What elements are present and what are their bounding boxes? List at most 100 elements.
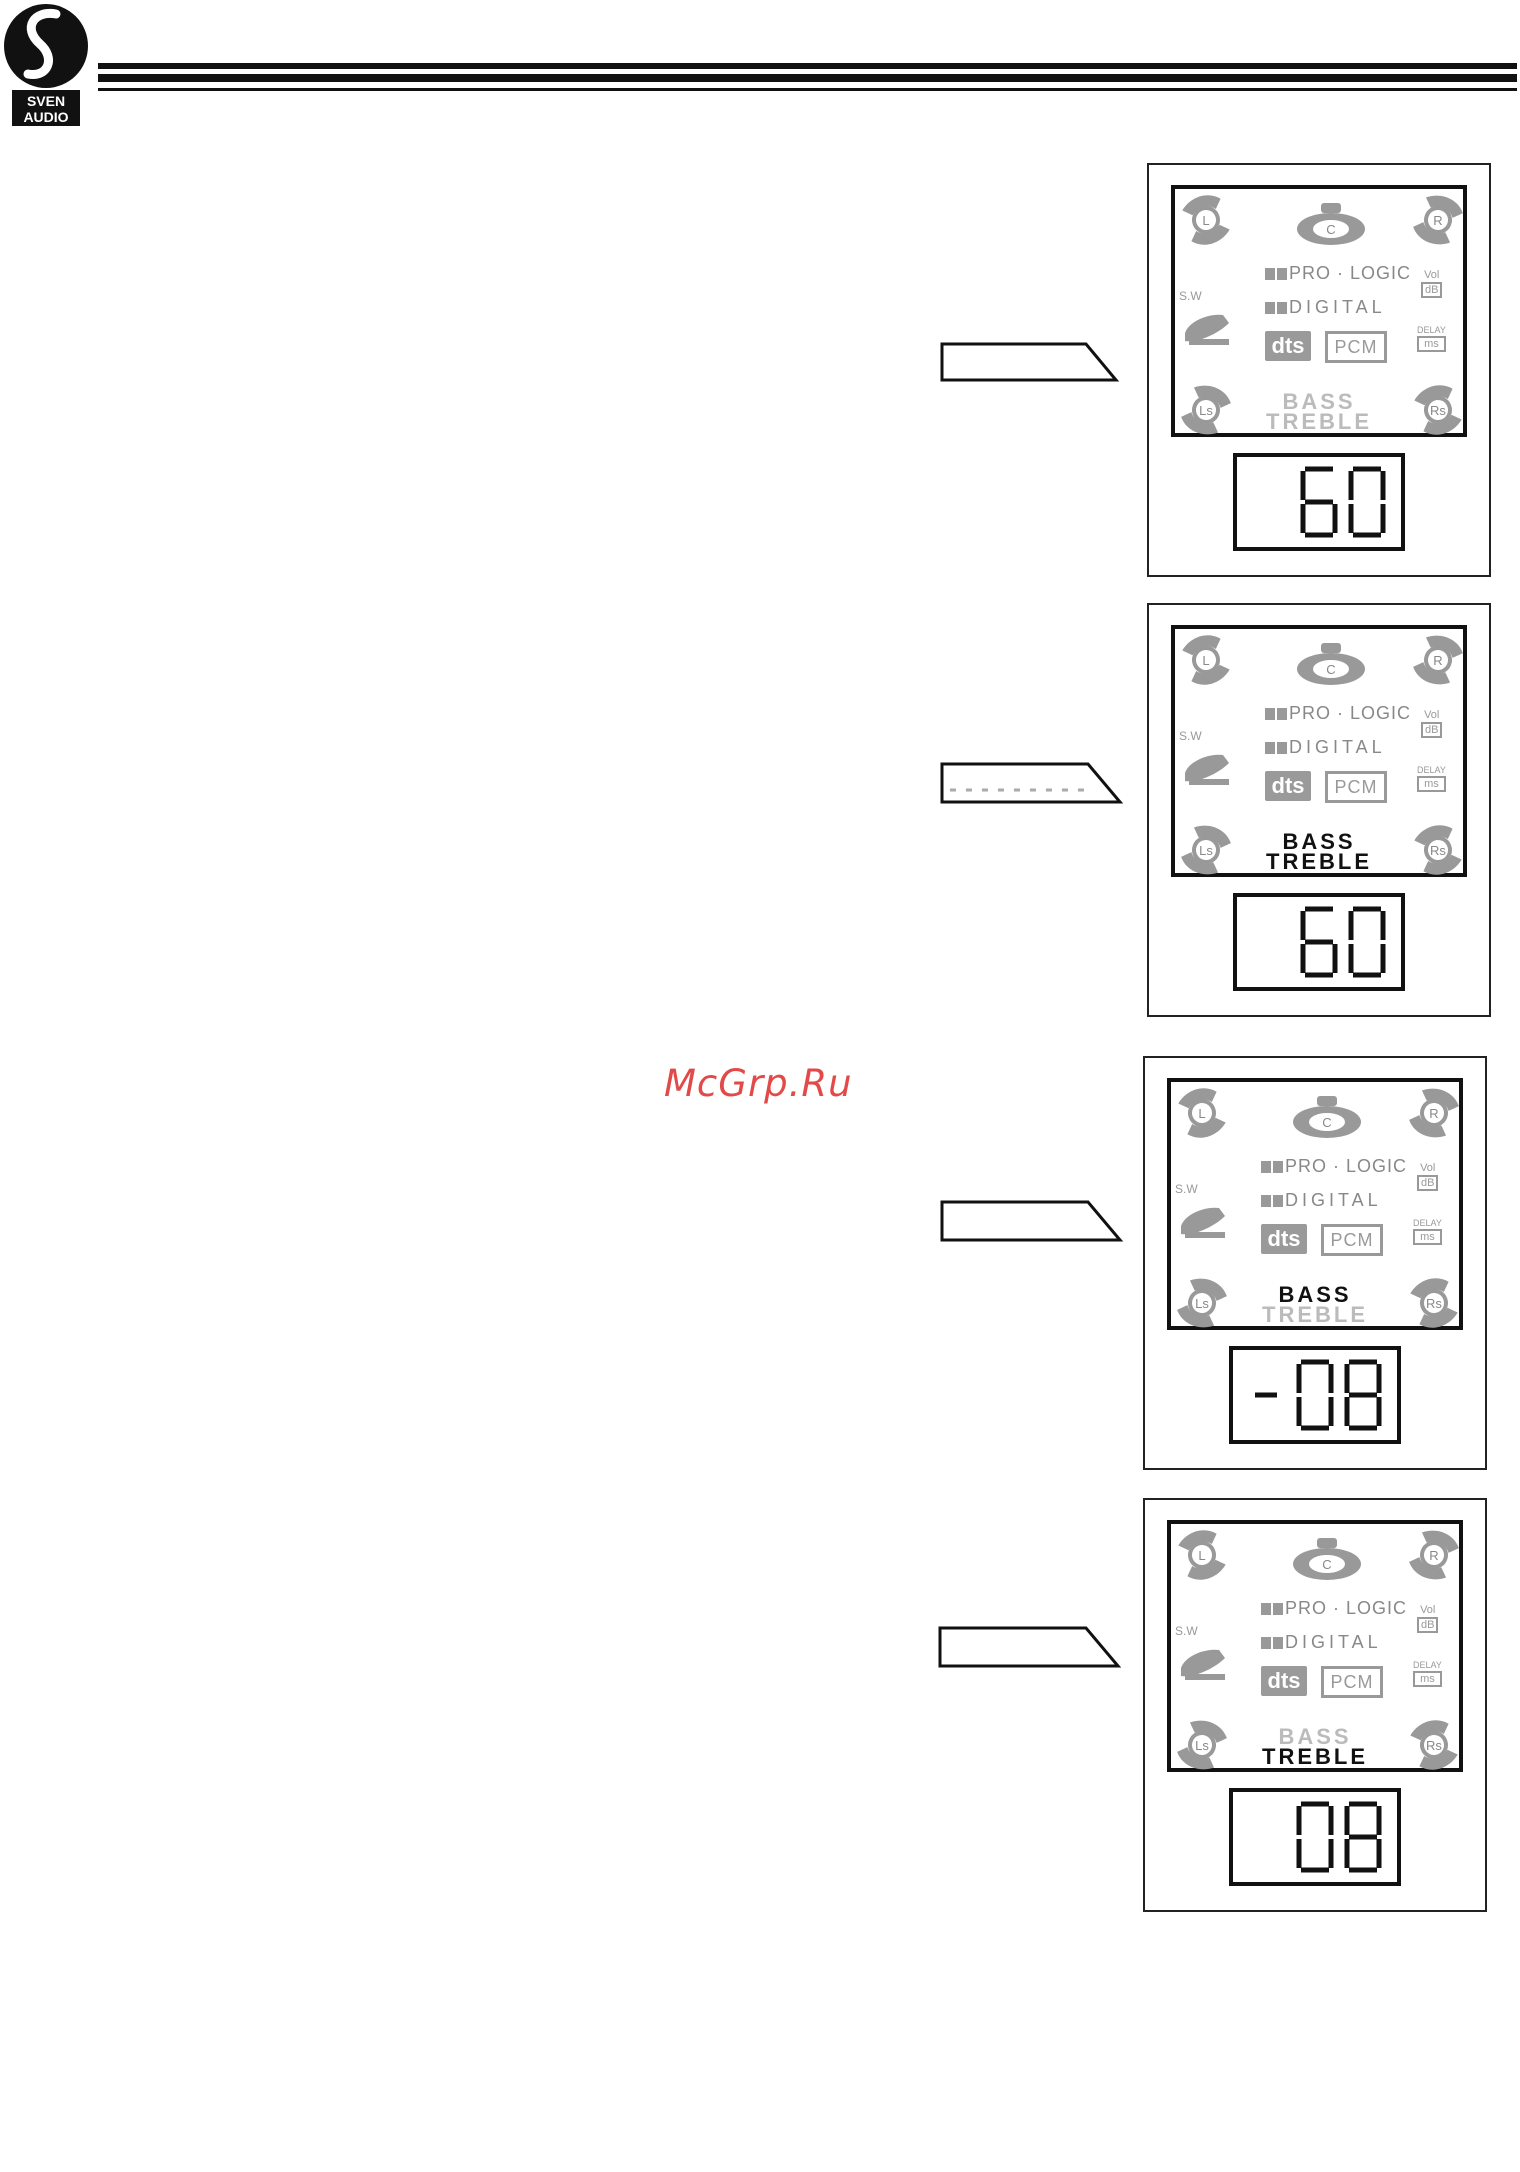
lcd-panel-4: L C R S.W PRO · LOGIC DIGITAL dts PCM Vo… <box>1143 1498 1487 1912</box>
speaker-right-icon: R <box>1409 191 1467 249</box>
subwoofer-icon: S.W <box>1175 1182 1235 1246</box>
pointer-tag-2 <box>940 762 1124 804</box>
header-rule-bottom <box>98 88 1517 91</box>
subwoofer-label: S.W <box>1175 1624 1198 1638</box>
lcd-panel-1: L C R S.W PRO · LOGIC DIGITAL dts PCM Vo… <box>1147 163 1491 577</box>
svg-text:Ls: Ls <box>1199 843 1213 858</box>
lcd-screen: L C R S.W PRO · LOGIC DIGITAL dts PCM Vo… <box>1171 185 1467 437</box>
seven-segment-display <box>1229 1788 1401 1886</box>
dts-indicator: dts <box>1265 331 1311 361</box>
speaker-center-icon: C <box>1293 199 1369 251</box>
subwoofer-icon: S.W <box>1179 289 1239 353</box>
logo-text-sven: SVEN <box>27 93 65 109</box>
digital-indicator: DIGITAL <box>1265 737 1386 758</box>
lcd-panel-3: L C R S.W PRO · LOGIC DIGITAL dts PCM Vo… <box>1143 1056 1487 1470</box>
bass-indicator: BASS <box>1282 829 1356 854</box>
lcd-panel-2: L C R S.W PRO · LOGIC DIGITAL dts PCM Vo… <box>1147 603 1491 1017</box>
speaker-left-icon: L <box>1173 1084 1231 1142</box>
speaker-center-icon: C <box>1293 639 1369 691</box>
svg-text:R: R <box>1429 1548 1438 1563</box>
speaker-center-icon: C <box>1289 1534 1365 1586</box>
lcd-screen: L C R S.W PRO · LOGIC DIGITAL dts PCM Vo… <box>1171 625 1467 877</box>
pcm-indicator: PCM <box>1325 771 1387 803</box>
speaker-right-icon: R <box>1405 1526 1463 1584</box>
speaker-right-surround-icon: Rs <box>1409 821 1467 879</box>
dts-indicator: dts <box>1261 1224 1307 1254</box>
svg-text:R: R <box>1433 653 1442 668</box>
speaker-left-surround-icon: Ls <box>1173 1274 1231 1332</box>
digital-indicator: DIGITAL <box>1261 1190 1382 1211</box>
pcm-indicator: PCM <box>1321 1666 1383 1698</box>
digital-indicator: DIGITAL <box>1261 1632 1382 1653</box>
speaker-right-surround-icon: Rs <box>1405 1716 1463 1774</box>
svg-text:L: L <box>1202 653 1209 668</box>
subwoofer-label: S.W <box>1179 729 1202 743</box>
lcd-screen: L C R S.W PRO · LOGIC DIGITAL dts PCM Vo… <box>1167 1520 1463 1772</box>
watermark: McGrp.Ru <box>664 1062 853 1105</box>
bass-indicator: BASS <box>1278 1724 1352 1749</box>
svg-text:C: C <box>1322 1557 1331 1572</box>
treble-indicator: TREBLE <box>1266 409 1372 434</box>
subwoofer-icon: S.W <box>1179 729 1239 793</box>
pointer-tag-1 <box>940 342 1120 382</box>
seven-segment-display <box>1229 1346 1401 1444</box>
bass-indicator: BASS <box>1282 389 1356 414</box>
speaker-right-surround-icon: Rs <box>1405 1274 1463 1332</box>
sven-audio-logo: SVEN AUDIO <box>0 0 96 128</box>
pointer-tag-4 <box>938 1626 1122 1668</box>
treble-indicator: TREBLE <box>1262 1302 1368 1327</box>
svg-text:C: C <box>1322 1115 1331 1130</box>
svg-text:R: R <box>1429 1106 1438 1121</box>
speaker-center-icon: C <box>1289 1092 1365 1144</box>
svg-text:L: L <box>1198 1548 1205 1563</box>
dts-indicator: dts <box>1261 1666 1307 1696</box>
pcm-indicator: PCM <box>1325 331 1387 363</box>
svg-text:Ls: Ls <box>1195 1738 1209 1753</box>
lcd-screen: L C R S.W PRO · LOGIC DIGITAL dts PCM Vo… <box>1167 1078 1463 1330</box>
svg-text:Ls: Ls <box>1195 1296 1209 1311</box>
prologic-indicator: PRO · LOGIC <box>1261 1156 1407 1177</box>
seven-segment-display <box>1233 893 1405 991</box>
svg-text:Ls: Ls <box>1199 403 1213 418</box>
subwoofer-label: S.W <box>1179 289 1202 303</box>
svg-text:L: L <box>1198 1106 1205 1121</box>
speaker-right-icon: R <box>1405 1084 1463 1142</box>
svg-text:L: L <box>1202 213 1209 228</box>
subwoofer-icon: S.W <box>1175 1624 1235 1688</box>
speaker-left-surround-icon: Ls <box>1177 381 1235 439</box>
treble-indicator: TREBLE <box>1262 1744 1368 1769</box>
svg-text:Rs: Rs <box>1426 1738 1442 1753</box>
speaker-left-icon: L <box>1173 1526 1231 1584</box>
subwoofer-label: S.W <box>1175 1182 1198 1196</box>
speaker-left-surround-icon: Ls <box>1177 821 1235 879</box>
svg-text:Rs: Rs <box>1430 403 1446 418</box>
pcm-indicator: PCM <box>1321 1224 1383 1256</box>
prologic-indicator: PRO · LOGIC <box>1265 263 1411 284</box>
svg-text:Rs: Rs <box>1426 1296 1442 1311</box>
speaker-left-icon: L <box>1177 191 1235 249</box>
seven-segment-display <box>1233 453 1405 551</box>
speaker-left-surround-icon: Ls <box>1173 1716 1231 1774</box>
digital-indicator: DIGITAL <box>1265 297 1386 318</box>
svg-text:C: C <box>1326 662 1335 677</box>
prologic-indicator: PRO · LOGIC <box>1261 1598 1407 1619</box>
header-rule-top <box>98 63 1517 69</box>
speaker-right-surround-icon: Rs <box>1409 381 1467 439</box>
dts-indicator: dts <box>1265 771 1311 801</box>
svg-text:Rs: Rs <box>1430 843 1446 858</box>
prologic-indicator: PRO · LOGIC <box>1265 703 1411 724</box>
speaker-right-icon: R <box>1409 631 1467 689</box>
logo-text-audio: AUDIO <box>23 109 68 125</box>
header-rule-middle <box>98 74 1517 82</box>
speaker-left-icon: L <box>1177 631 1235 689</box>
bass-indicator: BASS <box>1278 1282 1352 1307</box>
svg-text:C: C <box>1326 222 1335 237</box>
